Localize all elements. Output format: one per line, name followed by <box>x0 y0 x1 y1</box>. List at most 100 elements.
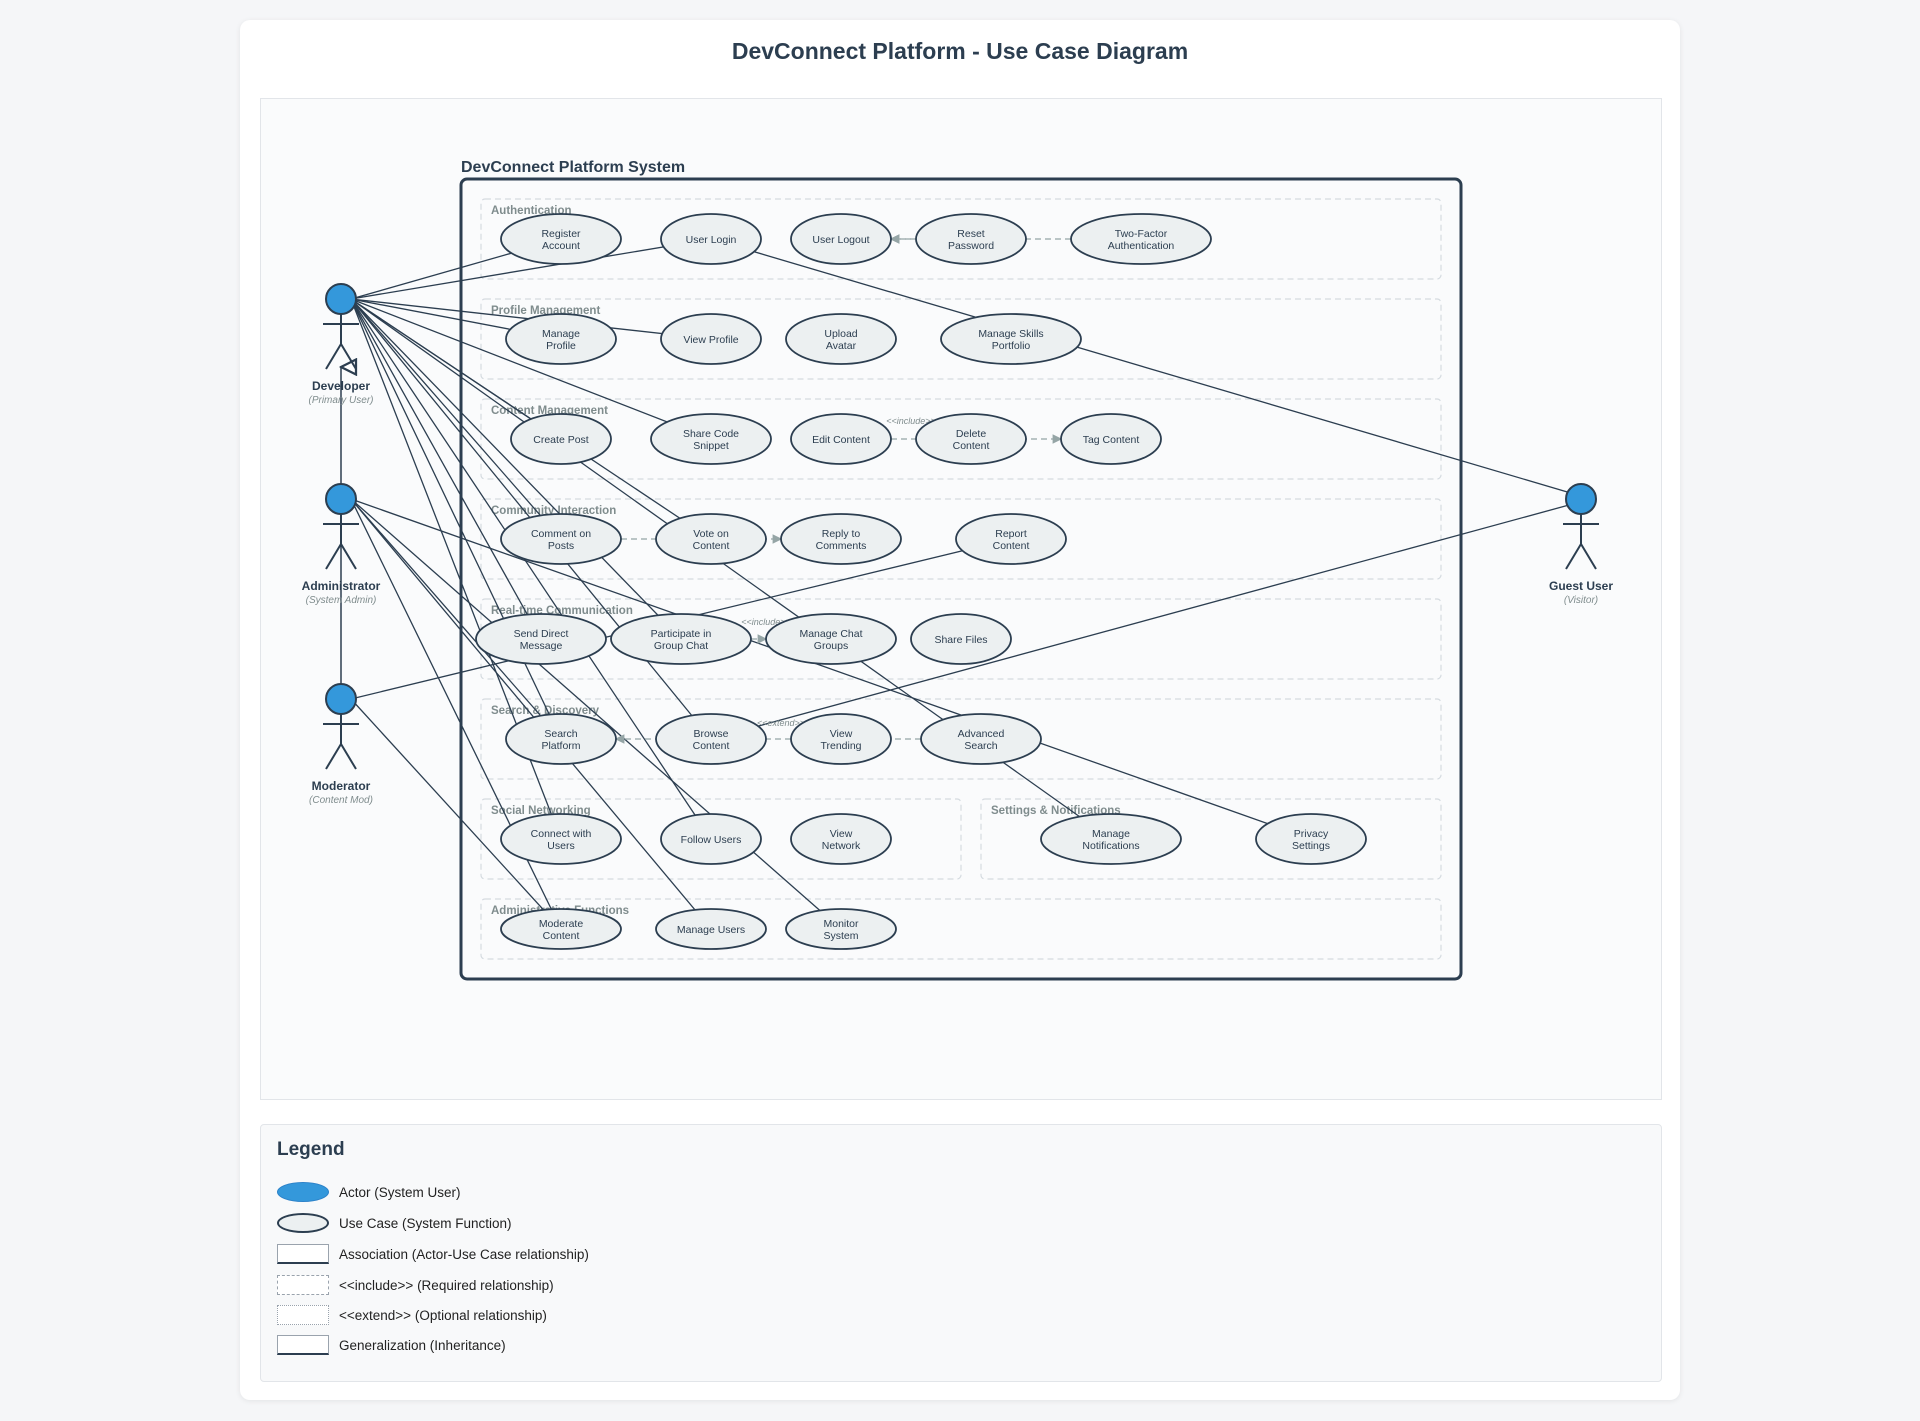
use-case-label: Content <box>693 540 730 552</box>
relation-label-r_include_chat: <<include>> <box>741 617 791 627</box>
use-case-label: Delete <box>956 428 987 440</box>
use-case-ellipse <box>660 813 762 865</box>
use-case-ellipse <box>500 513 622 565</box>
legend-item-generalization: Generalization (Inheritance) <box>277 1334 506 1356</box>
use-case-ellipse <box>1070 213 1212 265</box>
relation-label-r_extend_trending: <<extend>> <box>757 718 805 728</box>
include-swatch <box>277 1275 329 1295</box>
use-case-label: Vote on <box>693 528 729 540</box>
use-case-ellipse <box>920 713 1042 765</box>
package-search <box>480 698 1442 780</box>
actor-leg-right <box>340 743 357 770</box>
legend: Legend Actor (System User) Use Case (Sys… <box>260 1124 1662 1382</box>
use-case-label: Groups <box>814 640 848 652</box>
association-developer-share_code <box>350 298 712 440</box>
use-case-label: Manage <box>1092 828 1130 840</box>
use-case-label: Platform <box>541 740 580 752</box>
use-case-ellipse <box>915 213 1027 265</box>
actor-leg-right <box>340 343 357 370</box>
use-case-ellipse <box>475 613 607 665</box>
actor-administrator[interactable]: Administrator(System Admin) <box>302 483 381 606</box>
legend-label: Use Case (System Function) <box>339 1215 512 1231</box>
use-case-tag_content[interactable]: Tag Content <box>1060 413 1162 465</box>
legend-label: Association (Actor-Use Case relationship… <box>339 1246 589 1262</box>
use-case-logout[interactable]: User Logout <box>790 213 892 265</box>
legend-title: Legend <box>277 1139 345 1160</box>
package-social <box>480 798 962 880</box>
use-case-ellipse <box>1060 413 1162 465</box>
use-case-label: Manage <box>542 328 580 340</box>
use-case-label: Settings <box>1292 840 1330 852</box>
use-case-label: Network <box>822 840 861 852</box>
use-case-label: Authentication <box>1108 240 1175 252</box>
use-case-share_files[interactable]: Share Files <box>910 613 1012 665</box>
use-case-label: Users <box>547 840 574 852</box>
use-case-label: Upload <box>824 328 857 340</box>
actor-leg-left <box>325 543 342 570</box>
actor-swatch <box>277 1182 329 1202</box>
use-case-view_profile[interactable]: View Profile <box>660 313 762 365</box>
actor-guest[interactable]: Guest User(Visitor) <box>1549 483 1613 606</box>
use-case-ellipse <box>785 908 897 950</box>
use-case-label: Search <box>544 728 577 740</box>
use-case-label: Posts <box>548 540 574 552</box>
use-case-label: View <box>830 728 853 740</box>
legend-item-extend: <<extend>> (Optional relationship) <box>277 1304 547 1326</box>
use-case-follow[interactable]: Follow Users <box>660 813 762 865</box>
use-case-ellipse <box>655 908 767 950</box>
use-case-label: User Login <box>686 234 737 246</box>
association-developer-group_chat <box>350 298 682 640</box>
use-case-diagram: DevConnect Platform System Authenticatio… <box>302 159 1613 981</box>
use-case-label: Moderate <box>539 918 584 930</box>
association-administrator-search_platform <box>350 498 562 740</box>
extend-swatch <box>277 1305 329 1325</box>
use-case-manage_users[interactable]: Manage Users <box>655 908 767 950</box>
use-case-edit_content[interactable]: Edit Content <box>790 413 892 465</box>
legend-label: <<extend>> (Optional relationship) <box>339 1307 547 1323</box>
use-case-ellipse <box>1255 813 1367 865</box>
package-community <box>480 498 1442 580</box>
use-case-label: Manage Chat <box>799 628 862 640</box>
use-case-label: Avatar <box>826 340 857 352</box>
package-auth <box>480 198 1442 280</box>
use-case-label: Content <box>543 930 580 942</box>
actor-leg-right <box>340 543 357 570</box>
use-case-label: View Profile <box>683 334 738 346</box>
package-profile <box>480 298 1442 380</box>
package-admin <box>480 898 1442 960</box>
use-case-login[interactable]: User Login <box>660 213 762 265</box>
actor-moderator[interactable]: Moderator(Content Mod) <box>309 683 373 806</box>
use-case-label: Search <box>964 740 997 752</box>
actor-name: Administrator <box>302 579 381 593</box>
package-settings <box>980 798 1442 880</box>
actor-developer[interactable]: Developer(Primary User) <box>309 283 374 406</box>
use-case-create_post[interactable]: Create Post <box>510 413 612 465</box>
legend-item-association: Association (Actor-Use Case relationship… <box>277 1243 589 1265</box>
use-case-label: Account <box>542 240 580 252</box>
